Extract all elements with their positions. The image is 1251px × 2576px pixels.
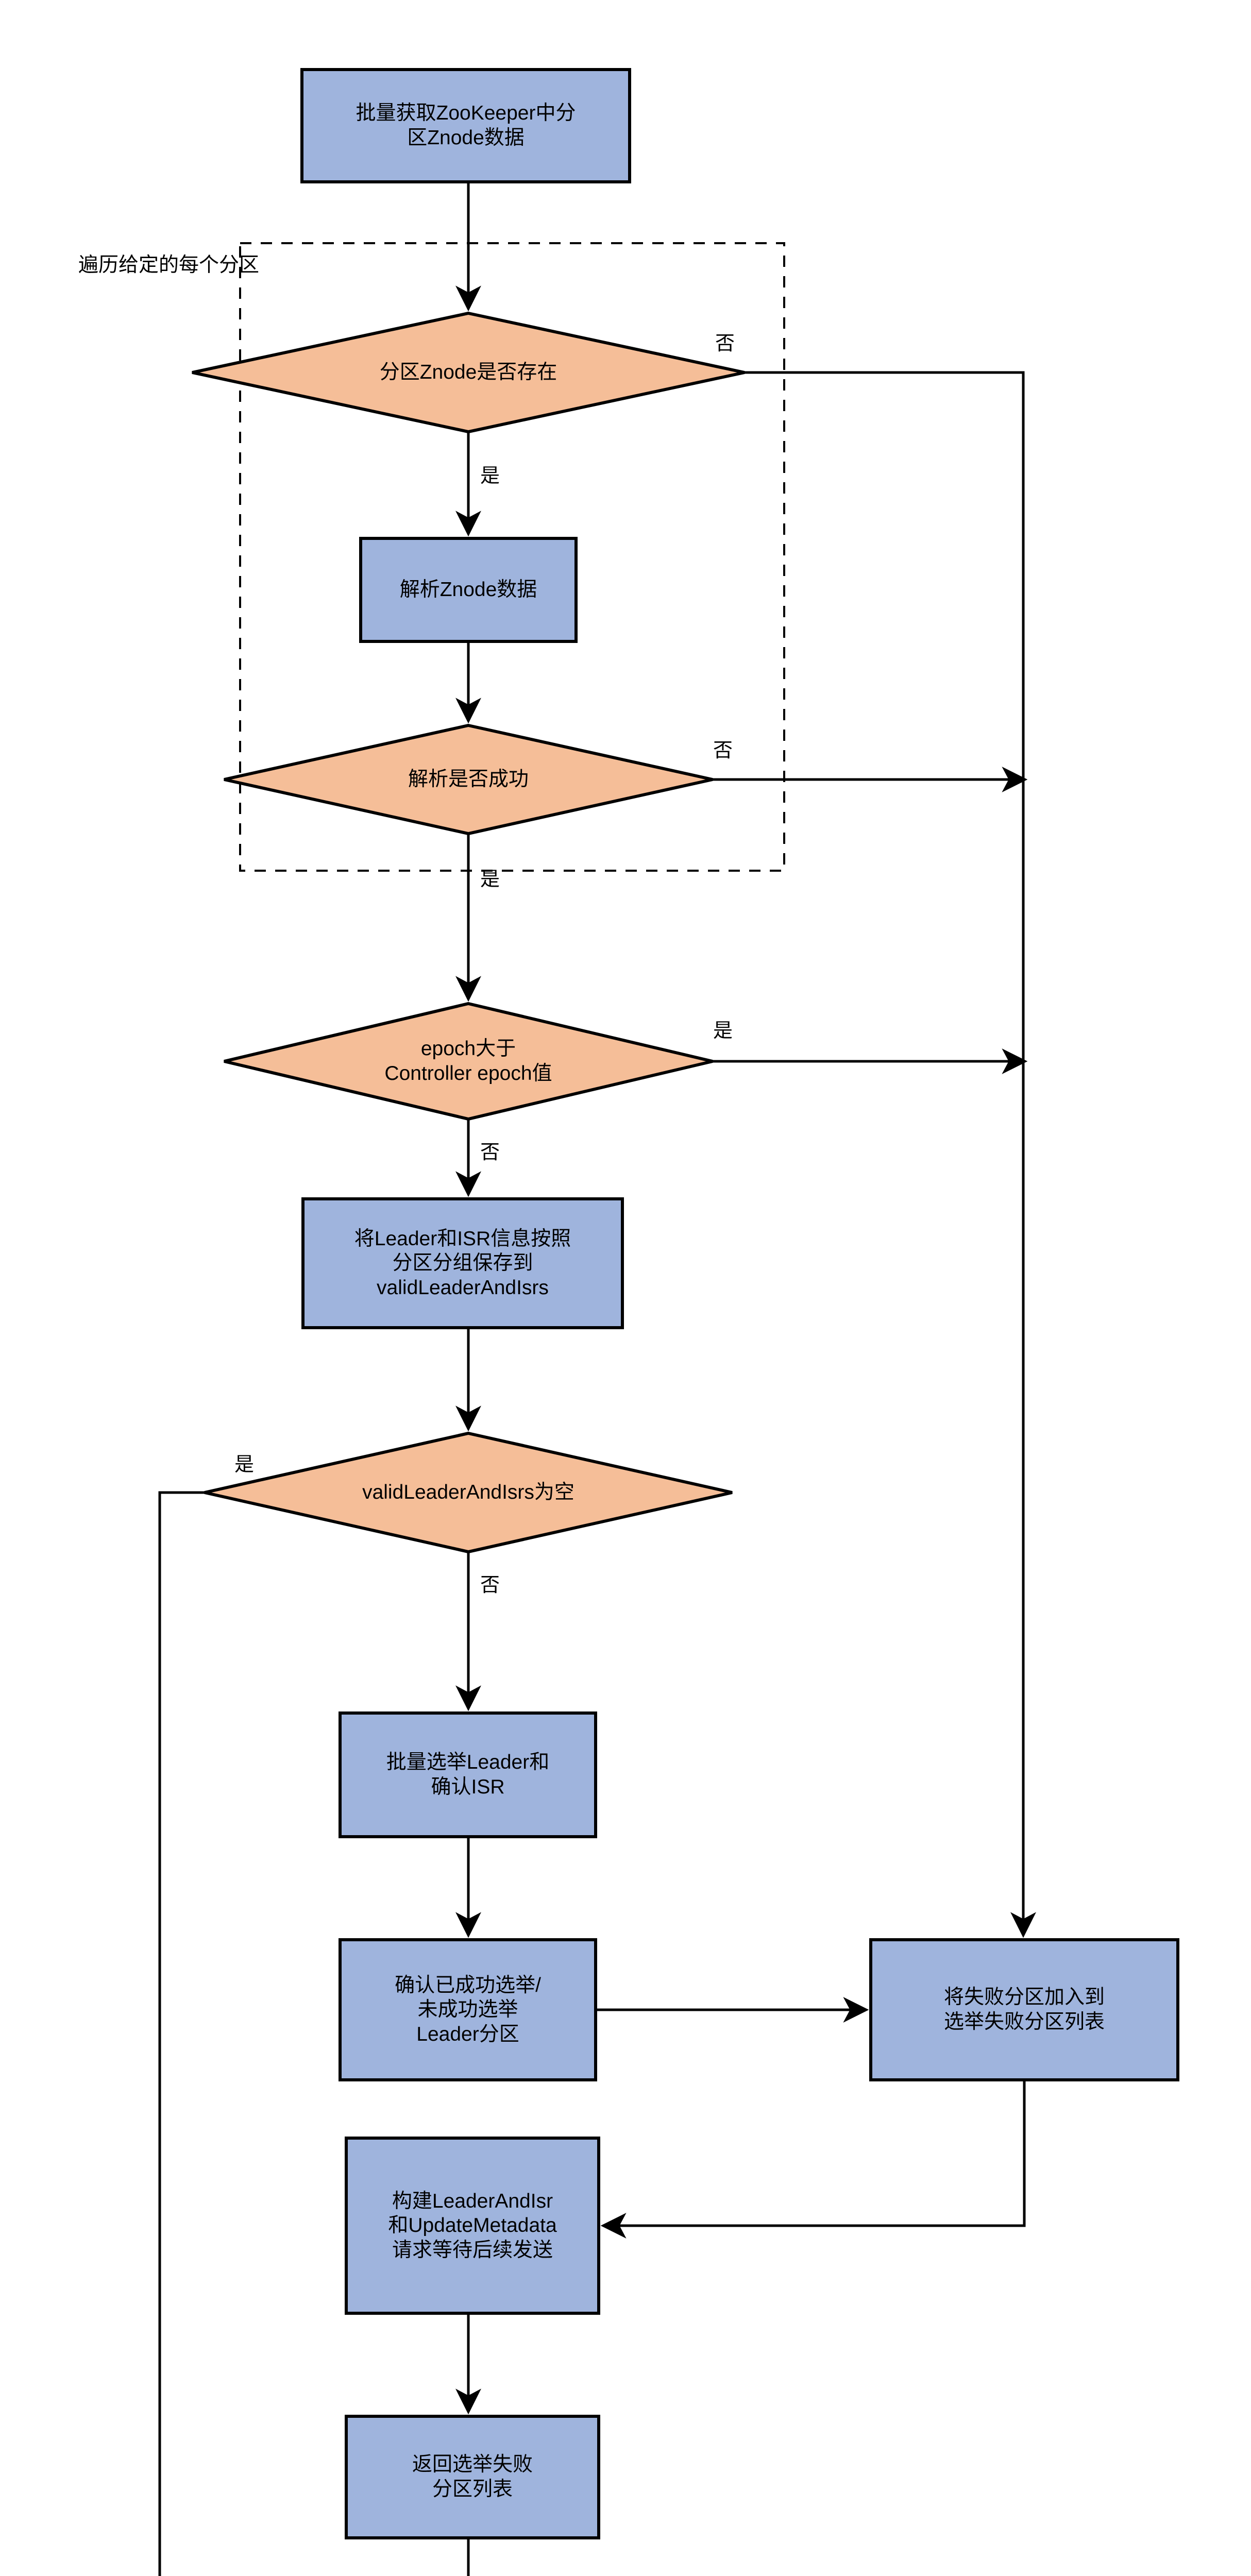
node-valid-empty: [204, 1431, 733, 1554]
loop-group-box: [239, 242, 785, 872]
edge-label-valid-empty-yes: 是: [234, 1454, 255, 1476]
node-build-requests: [345, 2137, 600, 2315]
node-parse-znode: [359, 537, 578, 643]
edge-label-parse-success-yes: 是: [480, 869, 500, 890]
node-add-failed: [869, 1938, 1179, 2081]
edge-label-epoch-yes: 是: [713, 1020, 733, 1042]
node-epoch-compare: [224, 1002, 713, 1121]
node-fetch-znode: [300, 68, 631, 183]
edge-label-epoch-no: 否: [480, 1142, 500, 1163]
edge-validempty-yes-to-returnresult: [158, 1491, 205, 2576]
loop-group-label: 遍历给定的每个分区: [78, 254, 260, 276]
node-return-failed-list: [345, 2415, 600, 2539]
edge-label-znode-exists-yes: 是: [480, 465, 500, 487]
edge-exists-no-to-trunk: [745, 371, 1036, 1938]
edge-addfailed-to-buildrequests: [600, 2080, 1026, 2239]
node-batch-elect: [339, 1711, 597, 1838]
node-confirm-elected: [339, 1938, 597, 2081]
edge-label-valid-empty-no: 否: [480, 1574, 500, 1596]
node-znode-exists: [192, 311, 745, 434]
node-save-valid: [301, 1197, 624, 1329]
node-parse-success: [224, 723, 713, 836]
edge-label-parse-success-no: 否: [713, 740, 733, 761]
edge-label-znode-exists-no: 否: [715, 333, 735, 354]
